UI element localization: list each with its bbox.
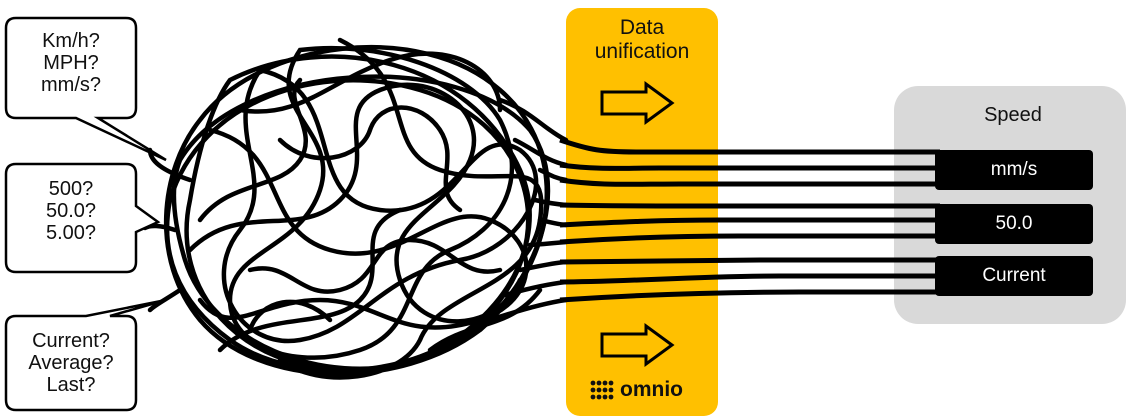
bubble-line: MPH?: [43, 52, 99, 74]
bubble-line: 50.0?: [45, 200, 97, 222]
speed-unit-value: mm/s: [935, 150, 1093, 190]
bubble-units: [4, 16, 167, 162]
unification-title: Data unification: [566, 16, 718, 64]
bubble-units-text: Km/h? MPH? mm/s?: [6, 30, 136, 96]
brand-name: omnio: [620, 378, 683, 401]
bubble-values: [4, 162, 161, 274]
bubble-line: Last?: [46, 374, 96, 396]
speed-panel-title: Speed: [984, 104, 1042, 126]
bubble-modes: [4, 298, 167, 412]
bubble-line: 5.00?: [45, 222, 97, 244]
bubble-line: Km/h?: [42, 30, 100, 52]
right-arrow-icon: [600, 323, 675, 367]
output-lines: [559, 137, 940, 303]
bubble-line: Current?: [32, 330, 110, 352]
unification-band: [566, 8, 718, 416]
bubble-line: mm/s?: [41, 74, 101, 96]
unification-title-line2: unification: [594, 40, 690, 63]
omnio-dots-logo: [590, 380, 614, 400]
bubble-line: Average?: [28, 352, 114, 374]
right-arrow-icon: [600, 81, 675, 125]
bubble-line: 500?: [48, 178, 94, 200]
tangled-data-ball: [142, 37, 569, 380]
bubble-values-text: 500? 50.0? 5.00?: [6, 178, 136, 244]
speed-number-value: 50.0: [935, 204, 1093, 244]
brand: omnio: [590, 376, 683, 404]
unification-title-line1: Data: [619, 16, 665, 39]
bubble-modes-text: Current? Average? Last?: [6, 330, 136, 396]
speed-mode-value: Current: [935, 256, 1093, 296]
